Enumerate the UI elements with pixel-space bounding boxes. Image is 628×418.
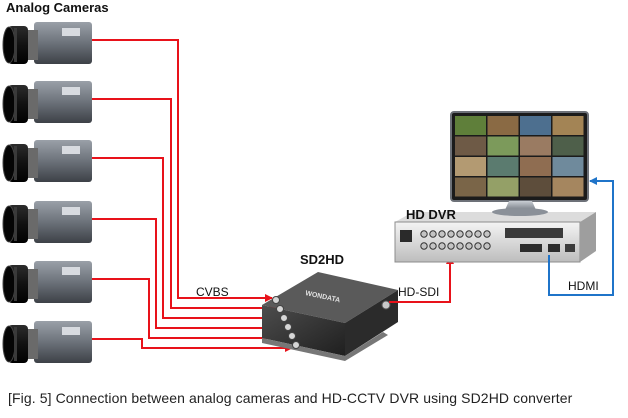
dvr-bnc-port: [420, 242, 428, 250]
dvr-bnc-port: [420, 230, 428, 238]
camera-lens-ring: [14, 146, 17, 180]
cvbs-cable: [92, 39, 273, 302]
dvr-bnc-port: [465, 230, 473, 238]
bnc-port: [280, 314, 288, 322]
cvbs-cable: [92, 278, 289, 342]
monitor-camera-tile: [552, 157, 584, 176]
camera-lens-glass: [2, 325, 16, 363]
monitor-camera-tile: [455, 157, 486, 176]
cvbs-cables: [92, 39, 293, 352]
bnc-port: [272, 296, 280, 304]
camera-label-plate: [62, 327, 80, 335]
hdmi-cable: [548, 177, 614, 296]
bnc-port: [288, 332, 296, 340]
monitor-camera-tile: [552, 177, 584, 197]
camera-lens-glass: [2, 26, 16, 64]
dvr-bnc-port: [465, 242, 473, 250]
analog-camera: [2, 81, 92, 123]
sd2hd-bnc-ports: [272, 296, 300, 349]
bnc-port: [284, 323, 292, 331]
camera-lens-ring: [14, 207, 17, 241]
dvr-usb-port: [565, 244, 575, 252]
camera-lens-ring: [14, 267, 17, 301]
analog-camera-group: [2, 22, 92, 363]
monitor-camera-tile: [520, 157, 551, 176]
dvr-bnc-port: [456, 230, 464, 238]
cvbs-cable: [92, 338, 293, 352]
camera-label-plate: [62, 87, 80, 95]
bnc-port: [292, 341, 300, 349]
camera-lens-ring: [14, 28, 17, 62]
monitor: [450, 111, 589, 216]
dvr-bnc-port: [474, 242, 482, 250]
figure-caption: [Fig. 5] Connection between analog camer…: [8, 390, 573, 406]
hd-sdi-cable: [389, 256, 454, 303]
dvr-bnc-port: [447, 242, 455, 250]
camera-lens-ring: [14, 87, 17, 121]
monitor-camera-tile: [520, 136, 551, 156]
cvbs-label: CVBS: [196, 285, 229, 299]
dvr-power-socket: [400, 230, 412, 242]
monitor-camera-tile: [455, 136, 486, 156]
hd-dvr-label: HD DVR: [406, 207, 456, 222]
monitor-camera-tile: [520, 116, 551, 135]
dvr-bnc-port: [483, 230, 491, 238]
monitor-camera-tile: [552, 136, 584, 156]
monitor-camera-tile: [487, 177, 519, 197]
camera-label-plate: [62, 146, 80, 154]
analog-camera: [2, 201, 92, 243]
camera-lens-glass: [2, 265, 16, 303]
dvr-bnc-port: [438, 242, 446, 250]
monitor-camera-grid: [455, 116, 584, 197]
dvr-bnc-ports: [420, 230, 491, 250]
monitor-camera-tile: [455, 116, 486, 135]
camera-lens-glass: [2, 144, 16, 182]
camera-label-plate: [62, 28, 80, 36]
dvr-bnc-port: [438, 230, 446, 238]
monitor-camera-tile: [520, 177, 551, 197]
sd2hd-converter: WONDATA: [262, 272, 398, 361]
dvr-bnc-port: [474, 230, 482, 238]
analog-camera: [2, 140, 92, 182]
monitor-camera-tile: [487, 116, 519, 135]
camera-label-plate: [62, 207, 80, 215]
monitor-camera-tile: [455, 177, 486, 197]
dvr-vga-port: [520, 244, 542, 252]
analog-cameras-label: Analog Cameras: [6, 0, 109, 15]
bnc-port: [276, 305, 284, 313]
dvr-hdmi-port: [548, 244, 560, 252]
camera-lens-ring: [14, 327, 17, 361]
dvr-bnc-port: [483, 242, 491, 250]
dvr-bnc-port: [447, 230, 455, 238]
hd-sdi-label: HD-SDI: [398, 285, 440, 299]
camera-lens-glass: [2, 205, 16, 243]
sd2hd-output-port: [381, 300, 391, 310]
dvr-io-terminal: [505, 228, 563, 238]
cvbs-cable: [92, 218, 285, 332]
analog-camera: [2, 261, 92, 303]
analog-camera: [2, 321, 92, 363]
sd2hd-label: SD2HD: [300, 252, 345, 267]
cvbs-cable: [92, 157, 281, 322]
hdmi-label: HDMI: [568, 279, 599, 293]
monitor-camera-tile: [552, 116, 584, 135]
camera-label-plate: [62, 267, 80, 275]
cvbs-cable: [92, 98, 277, 312]
camera-lens-glass: [2, 85, 16, 123]
dvr-bnc-port: [456, 242, 464, 250]
monitor-camera-tile: [487, 136, 519, 156]
dvr-bnc-port: [429, 230, 437, 238]
dvr-bnc-port: [429, 242, 437, 250]
analog-camera: [2, 22, 92, 64]
monitor-camera-tile: [487, 157, 519, 176]
